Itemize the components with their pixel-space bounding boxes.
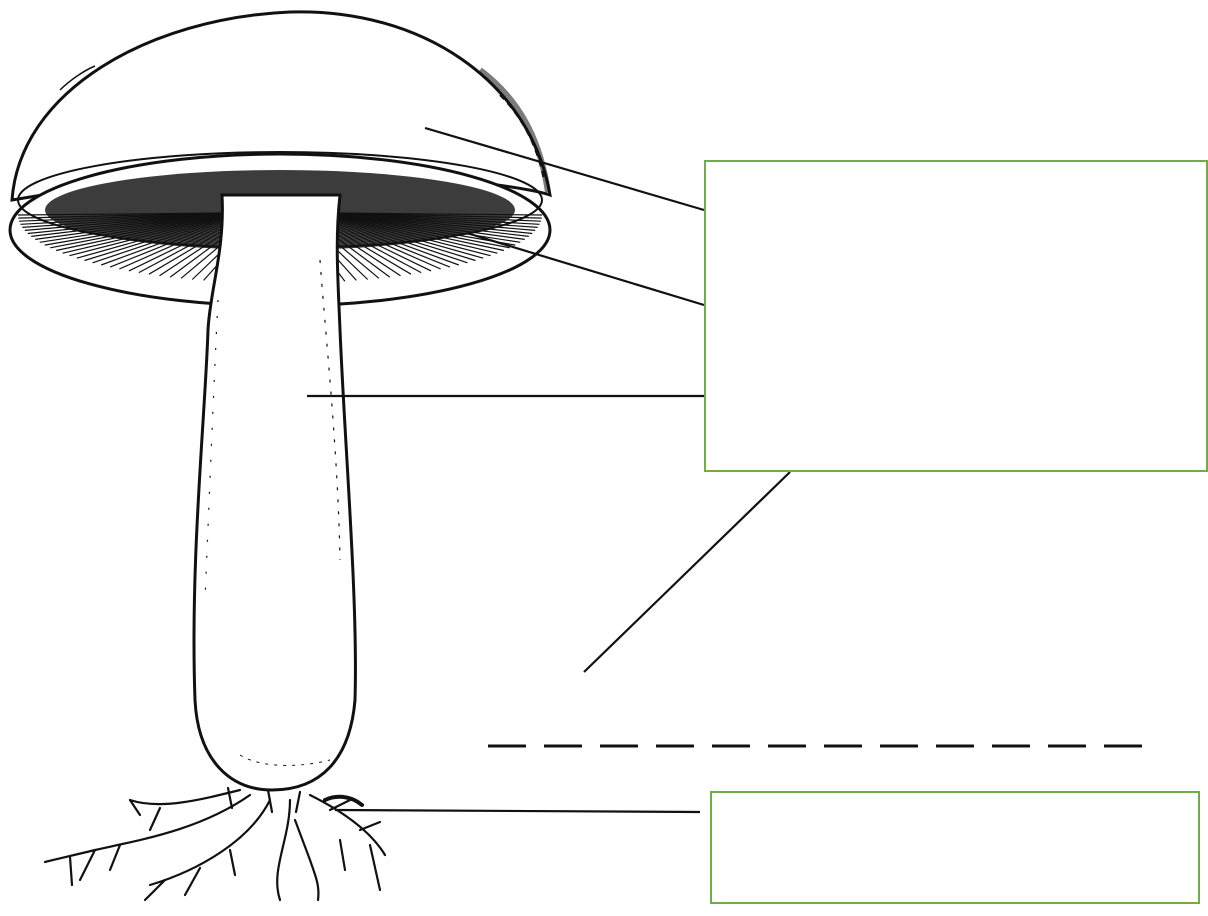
label-entry-cap[interactable] [720,208,1192,232]
label-box-upper[interactable] [704,160,1208,472]
mushroom-mycelium [45,788,385,900]
label-entry-mycelium[interactable] [726,836,1184,860]
label-entry-gills[interactable] [720,304,1192,328]
label-box-lower[interactable] [710,791,1200,904]
pointer-line-mycelium [335,810,700,812]
pointer-line-ground [584,472,790,672]
mushroom-stem [194,195,355,790]
label-entry-stem[interactable] [720,400,1192,424]
